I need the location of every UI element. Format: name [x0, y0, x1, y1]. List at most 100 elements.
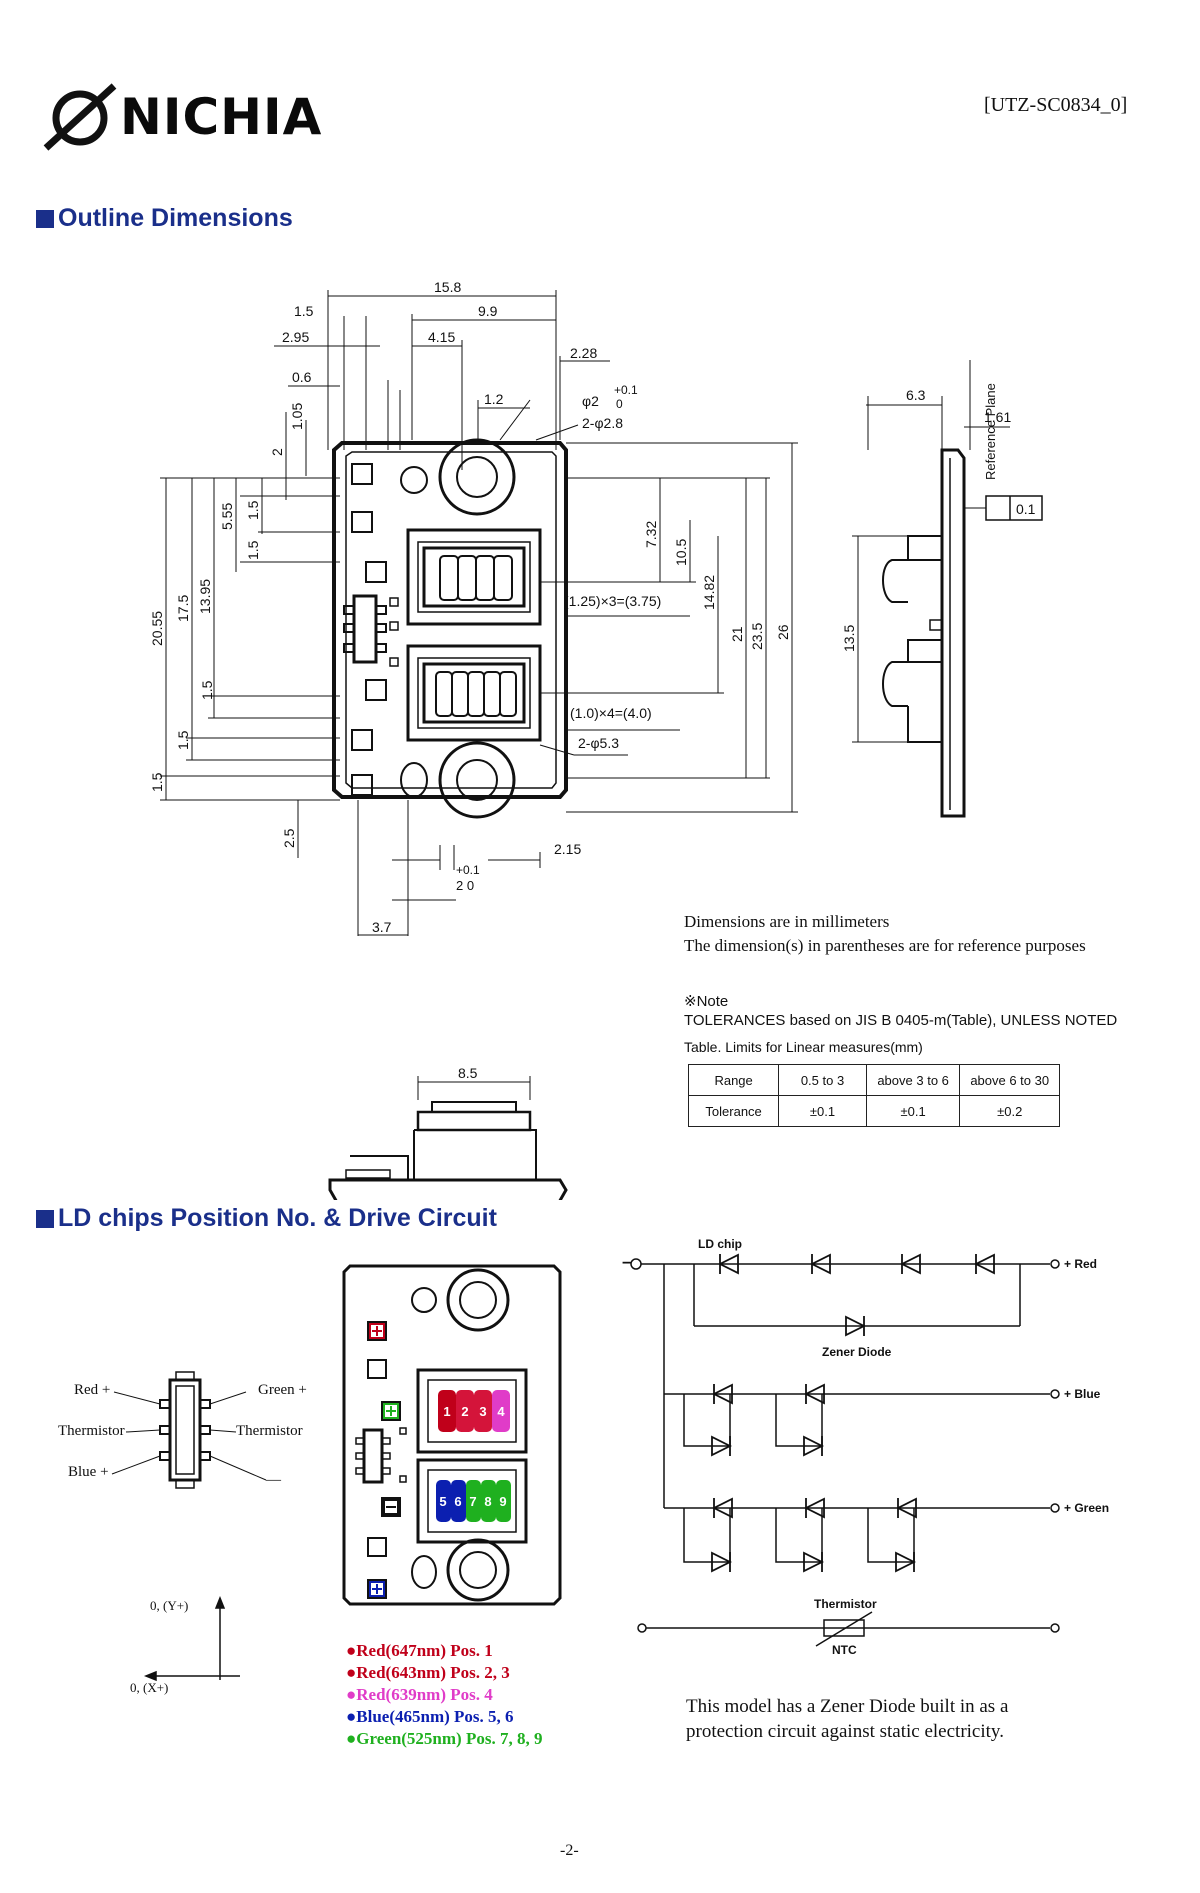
terminal-red-label: + Red — [1064, 1257, 1097, 1271]
terminal-blue-label: + Blue — [1064, 1387, 1101, 1401]
section-title-text: Outline Dimensions — [58, 204, 293, 232]
thermistor-label: Thermistor — [814, 1597, 877, 1611]
pin-label-thermistor-left: Thermistor — [58, 1423, 125, 1439]
chip-number: 2 — [461, 1404, 468, 1419]
note-title: ※Note — [684, 993, 729, 1010]
dim-pitch1: (1.25)×3=(3.75) — [564, 593, 661, 609]
legend-item: ●Blue(465nm) Pos. 5, 6 — [346, 1707, 514, 1726]
chip-number: 5 — [439, 1494, 446, 1509]
legend-item: ●Green(525nm) Pos. 7, 8, 9 — [346, 1729, 543, 1748]
square-bullet-icon — [36, 209, 54, 228]
pin-label-green: Green + — [258, 1382, 307, 1398]
section-title-text: LD chips Position No. & Drive Circuit — [58, 1204, 497, 1232]
dim-1-5-d: 1.5 — [175, 730, 191, 750]
reference-plane-label: Reference Plane — [983, 383, 998, 480]
zener-note-line-1: This model has a Zener Diode built in as… — [686, 1696, 1009, 1717]
circuit-minus-terminal: − — [622, 1255, 631, 1272]
chip-pos-3 — [474, 1390, 492, 1432]
chip-number: 4 — [497, 1404, 505, 1419]
dim-phi2-8: 2-φ2.8 — [582, 415, 623, 431]
tolerance-statement: TOLERANCES based on JIS B 0405-m(Table),… — [684, 1012, 1118, 1029]
dim-9-9: 9.9 — [478, 303, 498, 319]
dim-1-61: 1.61 — [984, 409, 1011, 425]
dim-20-55: 20.55 — [149, 611, 165, 646]
chip-pos-2 — [456, 1390, 474, 1432]
dim-6-3: 6.3 — [906, 387, 926, 403]
dim-1-5-top: 1.5 — [294, 303, 314, 319]
dim-2-15: 2.15 — [554, 841, 581, 857]
note-units: Dimensions are in millimeters — [684, 912, 890, 931]
dim-2-0-bottom: 2 0 — [456, 878, 474, 893]
table-cell: ±0.2 — [959, 1095, 1060, 1127]
zener-diode-label: Zener Diode — [822, 1345, 892, 1359]
dim-phi5-3: 2-φ5.3 — [578, 735, 619, 751]
dim-1-2: 1.2 — [484, 391, 504, 407]
drive-circuit-diagram: − LD chip Zener Diode + Red + Blue + Gre… — [622, 1237, 1109, 1657]
dim-2: 2 — [269, 448, 285, 456]
chip-number: 3 — [479, 1404, 486, 1419]
chip-pos-1 — [438, 1390, 456, 1432]
dim-pitch2: (1.0)×4=(4.0) — [570, 705, 652, 721]
ld-chip-label: LD chip — [698, 1237, 742, 1251]
square-bullet-icon — [36, 1209, 54, 1228]
dim-14-82: 14.82 — [701, 575, 717, 610]
tolerance-note: ※Note TOLERANCES based on JIS B 0405-m(T… — [684, 992, 1117, 1055]
brand-name: NICHIA — [120, 88, 323, 146]
terminal-green-label: + Green — [1064, 1501, 1109, 1515]
dim-tol-zero-top: 0 — [616, 397, 623, 411]
dim-2-95: 2.95 — [282, 329, 309, 345]
dim-10-5: 10.5 — [673, 539, 689, 566]
dim-21: 21 — [729, 626, 745, 642]
dim-3-7: 3.7 — [372, 919, 392, 935]
dim-4-15: 4.15 — [428, 329, 455, 345]
pin-label-blue: Blue + — [68, 1464, 109, 1480]
table-header-cell: 0.5 to 3 — [778, 1064, 867, 1096]
dim-13-95: 13.95 — [197, 579, 213, 614]
table-cell: ±0.1 — [865, 1095, 961, 1127]
dim-7-32: 7.32 — [643, 521, 659, 548]
table-cell: ±0.1 — [778, 1095, 867, 1127]
tolerance-table-row: Tolerance ±0.1 ±0.1 ±0.2 — [687, 1095, 1060, 1127]
chip-pos-5 — [436, 1480, 451, 1522]
legend-item: ●Red(639nm) Pos. 4 — [346, 1685, 493, 1704]
dim-2-28: 2.28 — [570, 345, 597, 361]
nichia-logo: NICHIA — [42, 82, 322, 152]
dim-phi2: φ2 — [582, 393, 599, 409]
legend-item: ●Red(647nm) Pos. 1 — [346, 1641, 493, 1660]
dim-1-5-a: 1.5 — [245, 500, 261, 520]
chip-pos-9 — [496, 1480, 511, 1522]
dim-tol-plus-top: +0.1 — [614, 383, 638, 397]
page-number: -2- — [560, 1842, 579, 1859]
pin-label-minus: — — [266, 1472, 281, 1488]
note-reference: The dimension(s) in parentheses are for … — [684, 936, 1086, 955]
dim-8-5: 8.5 — [458, 1065, 478, 1081]
chip-number: 1 — [443, 1404, 450, 1419]
table-cell: Tolerance — [687, 1095, 780, 1127]
dim-17-5: 17.5 — [175, 595, 191, 622]
chip-pos-8 — [481, 1480, 496, 1522]
dim-23-5: 23.5 — [749, 623, 765, 650]
pin-label-red: Red + — [74, 1382, 111, 1398]
dim-13-5: 13.5 — [841, 625, 857, 652]
chip-number: 9 — [499, 1494, 506, 1509]
thermistor-pin-diagram — [111, 1371, 267, 1489]
chip-pos-7 — [466, 1480, 481, 1522]
nichia-logo-mark-icon — [43, 83, 117, 151]
table-header-cell: above 6 to 30 — [959, 1064, 1060, 1096]
dim-26: 26 — [775, 624, 791, 640]
dim-1-5-b: 1.5 — [245, 540, 261, 560]
outline-dimension-drawing: 15.8 9.9 1.5 2.95 4.15 2.28 0.6 1.2 φ2 +… — [149, 279, 1043, 1200]
chip-pos-6 — [451, 1480, 466, 1522]
chip-number: 7 — [469, 1494, 476, 1509]
zener-note-line-2: protection circuit against static electr… — [686, 1721, 1004, 1742]
tolerance-table: Range 0.5 to 3 above 3 to 6 above 6 to 3… — [687, 1064, 1060, 1127]
dim-flatness: 0.1 — [1016, 501, 1036, 517]
dim-2-5: 2.5 — [281, 828, 297, 848]
table-caption: Table. Limits for Linear measures(mm) — [684, 1039, 923, 1055]
zener-protection-note: This model has a Zener Diode built in as… — [686, 1694, 1008, 1744]
package-chip-position-drawing: 1 2 3 4 5 6 7 8 9 — [342, 1264, 562, 1606]
pin-label-thermistor-right: Thermistor — [236, 1423, 303, 1439]
legend-item: ●Red(643nm) Pos. 2, 3 — [346, 1663, 510, 1682]
dim-15-8: 15.8 — [434, 279, 461, 295]
chip-wavelength-legend: ●Red(647nm) Pos. 1 ●Red(643nm) Pos. 2, 3… — [346, 1640, 542, 1750]
